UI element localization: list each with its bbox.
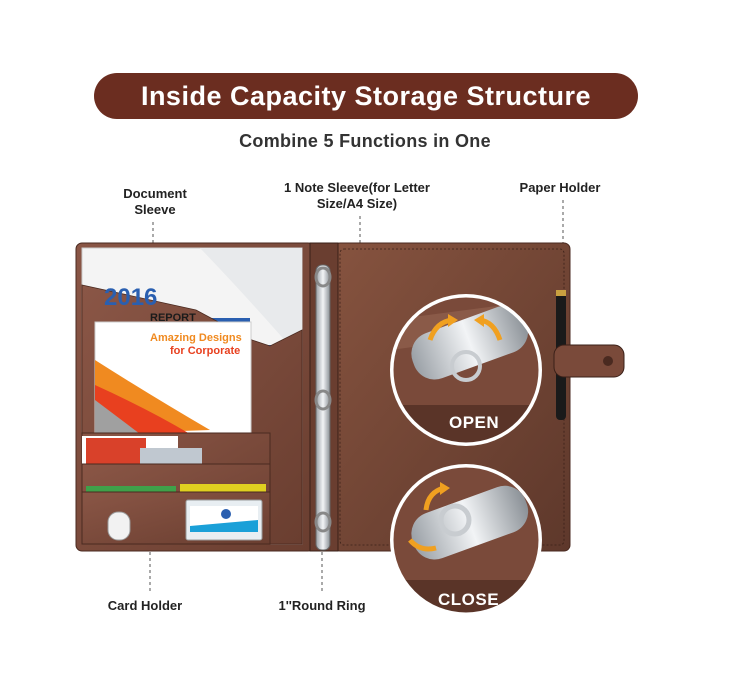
page-title: Inside Capacity Storage Structure — [140, 80, 592, 111]
brochure-title: Amazing Designs — [150, 332, 242, 344]
report-year: 2016 — [104, 284, 158, 311]
zoom-close — [390, 464, 542, 616]
round-ring-label: 1''Round Ring — [278, 598, 366, 613]
zoom-open — [390, 294, 542, 446]
subtitle: Combine 5 Functions in One — [239, 131, 491, 151]
pen — [553, 290, 625, 420]
ring-binder — [314, 264, 332, 551]
document-sleeve-label: Document Sleeve — [123, 186, 187, 217]
report-word: REPORT — [150, 312, 196, 324]
brochure-subtitle: for Corporate — [170, 345, 241, 357]
open-label: OPEN — [449, 413, 500, 432]
card-holder-label: Card Holder — [107, 598, 183, 613]
note-sleeve-label: 1 Note Sleeve(for Letter Size/A4 Size) — [284, 180, 430, 211]
close-label: CLOSE — [438, 590, 500, 609]
paper-holder-label: Paper Holder — [519, 180, 601, 195]
title-banner: Inside Capacity Storage Structure — [94, 73, 638, 119]
